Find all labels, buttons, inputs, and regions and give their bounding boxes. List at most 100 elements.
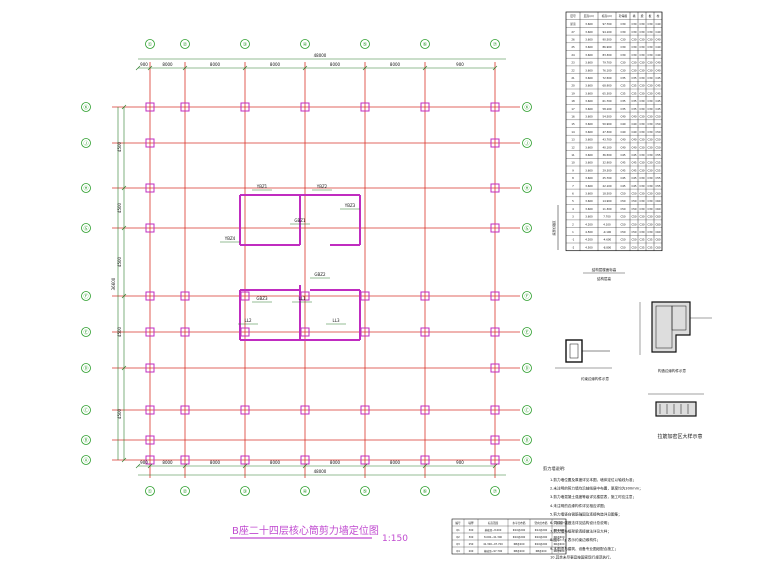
axis-label: Ⓚ (83, 104, 88, 111)
table-cell: 3.600 (585, 107, 593, 111)
table-cell: 3.600 (585, 91, 593, 95)
table-cell: 10 (571, 161, 575, 165)
dim-span-label: 900 (140, 62, 148, 67)
wall-table-header: 拉筋 (556, 521, 562, 525)
table-cell: C30 (647, 22, 652, 26)
dim-span-label: 900 (456, 62, 464, 67)
table-cell: C60 (655, 215, 660, 219)
table-cell: C35 (620, 84, 625, 88)
table-cell: C50 (620, 192, 625, 196)
table-cell: C30 (620, 68, 625, 72)
wall-table-header: 编号 (455, 521, 461, 525)
axis-label: ⑤ (363, 489, 367, 495)
table-cell: C60 (655, 245, 660, 249)
notes-line: 3.剪力墙混凝土强度等级详见楼层表，施工时应注意； (550, 494, 636, 499)
table-cell: C30 (639, 138, 644, 142)
table-cell: C50 (655, 138, 660, 142)
table-header-cell: 墙 (633, 14, 636, 18)
column (145, 363, 155, 373)
dim-tick (135, 463, 141, 469)
table-cell: 25.700 (602, 176, 611, 180)
column (490, 291, 500, 301)
axis-bubble (522, 455, 532, 465)
detail-a-section (565, 339, 583, 363)
axis-bubble (81, 405, 91, 415)
table-cell: 3.600 (585, 61, 593, 65)
table-cell: C55 (655, 168, 660, 172)
wall-table-cell: Φ10@200 (535, 542, 548, 546)
table-cell: 3.600 (585, 115, 593, 119)
table-cell: C30 (639, 61, 644, 65)
column (490, 102, 500, 112)
columns (145, 102, 500, 465)
notes-line: 6.洞口补强做法详见结构设计总说明； (550, 520, 611, 525)
table-cell: 3.600 (585, 38, 593, 42)
column (145, 223, 155, 233)
table-cell: -0.100 (603, 230, 612, 234)
table-cell: 94.100 (602, 30, 611, 34)
column (360, 405, 370, 415)
table-cell: C35 (631, 99, 636, 103)
table-cell: 22.100 (602, 184, 611, 188)
table-cell: 3.600 (585, 84, 593, 88)
table-cell: C35 (631, 84, 636, 88)
table-cell: C40 (655, 22, 660, 26)
wall-table-cell: Φ10@200 (513, 535, 526, 539)
table-cell: C30 (620, 22, 625, 26)
table-cell: 4.200 (585, 222, 593, 226)
table-cell: C35 (647, 245, 652, 249)
table-cell: C50 (631, 222, 636, 226)
axis-label: ⑤ (363, 42, 367, 48)
axis-label: Ⓒ (83, 407, 88, 414)
column (420, 405, 430, 415)
dim-tick (422, 463, 428, 469)
column (490, 138, 500, 148)
dim-span-label: 8000 (330, 460, 341, 465)
table-cell: C30 (639, 53, 644, 57)
table-cell: 83.300 (602, 53, 611, 57)
table-cell: 12 (571, 145, 575, 149)
table-cell: C55 (655, 184, 660, 188)
table-cell: -2 (572, 245, 575, 249)
notes-line: 9.本图须与建筑、设备专业图纸配合施工； (550, 546, 618, 551)
detail-a-caption: 约束边缘构件示意 (581, 376, 609, 381)
axis-label: ① (148, 42, 153, 48)
table-cell: C30 (639, 38, 644, 42)
notes-line: 2.未注明的剪力墙均沿轴线居中布置，厚度均为300mm； (550, 486, 643, 491)
table-cell: C30 (639, 122, 644, 126)
dim-tick (182, 463, 188, 469)
wall-table-header: 标高范围 (488, 521, 499, 525)
table-cell: 4 (572, 207, 574, 211)
core-label: YBZ4 (224, 236, 236, 241)
table-cell: 29.300 (602, 168, 611, 172)
table-cell: C40 (631, 130, 636, 134)
table-cell: C30 (620, 53, 625, 57)
table-cell: C30 (620, 38, 625, 42)
table-cell: 3.600 (585, 176, 593, 180)
table-side-label: 底部加强区 (551, 220, 556, 235)
table-cell: C50 (631, 245, 636, 249)
axis-bubble (490, 39, 500, 49)
table-cell: C30 (647, 91, 652, 95)
table-cell: 3.600 (585, 145, 593, 149)
table-cell: 23 (571, 61, 575, 65)
table-cell: 3.600 (585, 99, 593, 103)
detail-c-section (655, 401, 697, 417)
wall-table-header: 墙厚 (468, 521, 474, 525)
table-cell: C50 (620, 199, 625, 203)
dim-tick (147, 65, 153, 71)
column (300, 405, 310, 415)
dim-tick (121, 225, 127, 231)
axis-label: Ⓗ (524, 185, 529, 192)
axis-label: Ⓑ (524, 437, 529, 444)
table-cell: C35 (639, 238, 644, 242)
axis-label: ④ (303, 489, 308, 495)
table-cell: C30 (647, 76, 652, 80)
table-cell: C30 (639, 91, 644, 95)
column (145, 291, 155, 301)
axis-bubble (81, 327, 91, 337)
core-label: GBZ3 (256, 296, 268, 301)
